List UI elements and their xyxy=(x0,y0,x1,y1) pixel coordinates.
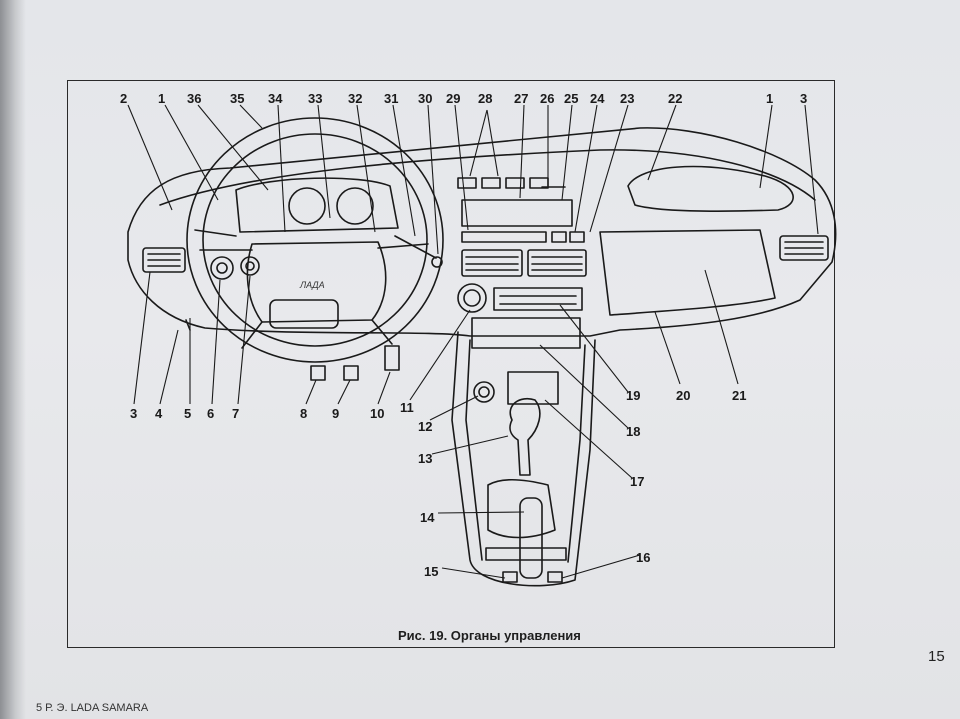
dashboard-top-line xyxy=(159,149,816,206)
right-stalk xyxy=(394,235,437,259)
callout-15: 15 xyxy=(424,564,438,579)
fan-knob xyxy=(457,283,487,313)
ignition-switch xyxy=(210,256,234,280)
callout-6: 6 xyxy=(207,406,214,421)
callout-16: 16 xyxy=(636,550,650,565)
clutch-pedal xyxy=(310,365,326,381)
callout-30: 30 xyxy=(418,91,432,106)
gear-lever xyxy=(509,398,541,476)
callout-7: 7 xyxy=(232,406,239,421)
callout-18: 18 xyxy=(626,424,640,439)
callout-12: 12 xyxy=(418,419,432,434)
top-tray xyxy=(627,165,794,212)
leader-lines xyxy=(127,104,819,579)
speedometer xyxy=(288,187,326,225)
center-vent-right xyxy=(527,249,587,277)
callout-17: 17 xyxy=(630,474,644,489)
page-footer: 5 Р. Э. LADA SAMARA xyxy=(36,702,149,714)
heater-controls xyxy=(493,287,583,311)
instrument-cluster xyxy=(235,177,399,233)
callout-1-right: 1 xyxy=(766,91,773,106)
tachometer xyxy=(336,187,374,225)
center-console xyxy=(451,331,596,587)
callout-26: 26 xyxy=(540,91,554,106)
right-air-vent xyxy=(779,235,829,261)
ashtray xyxy=(507,371,559,405)
handbrake xyxy=(519,497,543,579)
callout-31: 31 xyxy=(384,91,398,106)
page-number: 15 xyxy=(928,648,945,665)
callout-11: 11 xyxy=(400,400,414,415)
callout-23: 23 xyxy=(620,91,634,106)
callout-29: 29 xyxy=(446,91,460,106)
callout-20: 20 xyxy=(676,388,690,403)
callout-21: 21 xyxy=(732,388,746,403)
steering-horn-pad xyxy=(269,299,339,329)
callout-25: 25 xyxy=(564,91,578,106)
callout-24: 24 xyxy=(590,91,605,106)
callout-10: 10 xyxy=(370,406,384,421)
callout-1: 1 xyxy=(158,91,165,106)
left-stalk xyxy=(194,229,237,237)
callout-28: 28 xyxy=(478,91,492,106)
clock-display xyxy=(461,199,573,227)
dashboard-outline xyxy=(127,127,837,337)
glovebox xyxy=(599,229,776,316)
callout-3-right: 3 xyxy=(800,91,807,106)
callout-22: 22 xyxy=(668,91,682,106)
center-vent-left xyxy=(461,249,523,277)
figure-frame xyxy=(67,80,835,648)
callout-5: 5 xyxy=(184,406,191,421)
radio-slot xyxy=(471,317,581,349)
left-air-vent xyxy=(142,247,186,273)
callout-19: 19 xyxy=(626,388,640,403)
gear-boot xyxy=(487,478,556,539)
cigarette-lighter xyxy=(473,381,495,403)
callout-34: 34 xyxy=(268,91,283,106)
callout-27: 27 xyxy=(514,91,528,106)
callout-14: 14 xyxy=(420,510,435,525)
brake-pedal xyxy=(343,365,359,381)
figure-caption: Рис. 19. Органы управления xyxy=(398,628,581,643)
headlight-knob xyxy=(240,256,260,276)
callout-33: 33 xyxy=(308,91,322,106)
callout-2: 2 xyxy=(120,91,127,106)
callout-4: 4 xyxy=(155,406,163,421)
callout-3: 3 xyxy=(130,406,137,421)
rear-switch-right xyxy=(547,571,563,583)
callout-9: 9 xyxy=(332,406,339,421)
callout-36: 36 xyxy=(187,91,201,106)
callout-32: 32 xyxy=(348,91,362,106)
accelerator-pedal xyxy=(384,345,400,371)
steering-badge: ЛАДА xyxy=(299,280,325,290)
page-spine-shadow xyxy=(0,0,26,719)
callout-13: 13 xyxy=(418,451,432,466)
rear-switch-left xyxy=(502,571,518,583)
callout-35: 35 xyxy=(230,91,244,106)
callout-8: 8 xyxy=(300,406,307,421)
steering-wheel-rim xyxy=(186,117,444,363)
